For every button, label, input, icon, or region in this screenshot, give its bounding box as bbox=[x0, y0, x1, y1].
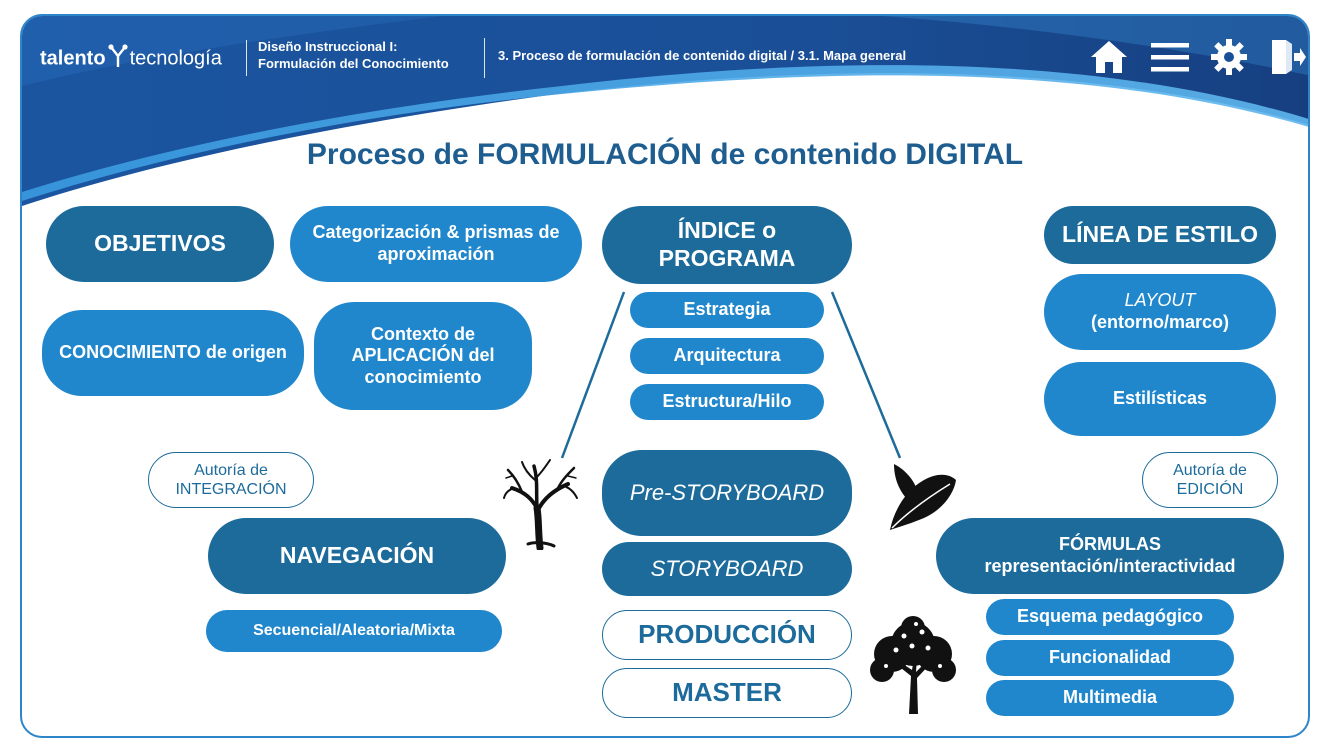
breadcrumb: 3. Proceso de formulación de contenido d… bbox=[498, 48, 907, 63]
exit-icon[interactable] bbox=[1266, 36, 1308, 78]
storyboard-node: STORYBOARD bbox=[602, 542, 852, 596]
esquema-node: Esquema pedagógico bbox=[986, 599, 1234, 635]
header-banner bbox=[22, 16, 1308, 206]
layout-sub-text: (entorno/marco) bbox=[1090, 312, 1229, 332]
page-title: Proceso de FORMULACIÓN de contenido DIGI… bbox=[306, 138, 1024, 171]
arquitectura-node: Arquitectura bbox=[630, 338, 824, 374]
objetivos-node: OBJETIVOS bbox=[46, 206, 274, 282]
home-icon[interactable] bbox=[1088, 36, 1130, 78]
estrategia-node: Estrategia bbox=[630, 292, 824, 328]
conocimiento-node: CONOCIMIENTO de origen bbox=[42, 310, 304, 396]
estructura-node: Estructura/Hilo bbox=[630, 384, 824, 420]
brand-logo: talento tecnología bbox=[40, 44, 222, 74]
indice-node: ÍNDICE o PROGRAMA bbox=[602, 206, 852, 284]
menu-icon[interactable] bbox=[1149, 36, 1191, 78]
bare-tree-icon bbox=[503, 459, 578, 550]
brand-light-text: tecnología bbox=[129, 47, 222, 70]
categorizacion-node: Categorización & prismas de aproximación bbox=[290, 206, 582, 282]
leafy-tree-icon bbox=[870, 616, 956, 714]
layout-italic-text: LAYOUT bbox=[1124, 290, 1196, 311]
leaf-icon bbox=[890, 464, 956, 530]
main-frame: talento tecnología Diseño Instruccional I… bbox=[20, 14, 1310, 738]
connector-lines bbox=[560, 291, 902, 459]
multimedia-node: Multimedia bbox=[986, 680, 1234, 716]
formulas-line1: FÓRMULAS bbox=[1059, 534, 1161, 555]
master-node: MASTER bbox=[602, 668, 852, 718]
produccion-node: PRODUCCIÓN bbox=[602, 610, 852, 660]
gear-icon[interactable] bbox=[1208, 36, 1250, 78]
autoria-integracion-node: Autoría de INTEGRACIÓN bbox=[148, 452, 314, 508]
prestoryboard-node: Pre-STORYBOARD bbox=[602, 450, 852, 536]
brand-bold-text: talento bbox=[40, 47, 106, 70]
course-line1: Diseño Instruccional I: bbox=[258, 39, 398, 54]
layout-node: LAYOUT (entorno/marco) bbox=[1044, 274, 1276, 350]
brand-mark-icon bbox=[107, 44, 128, 74]
contexto-node: Contexto de APLICACIÓN del conocimiento bbox=[314, 302, 532, 410]
header-divider bbox=[246, 40, 247, 76]
autoria-edicion-node: Autoría de EDICIÓN bbox=[1142, 452, 1278, 508]
header-divider bbox=[484, 38, 485, 78]
formulas-node: FÓRMULAS representación/interactividad bbox=[936, 518, 1284, 594]
course-title: Diseño Instruccional I: Formulación del … bbox=[258, 38, 449, 72]
formulas-line2: representación/interactividad bbox=[984, 556, 1236, 576]
navegacion-node: NAVEGACIÓN bbox=[208, 518, 506, 594]
funcionalidad-node: Funcionalidad bbox=[986, 640, 1234, 676]
course-line2: Formulación del Conocimiento bbox=[258, 56, 449, 71]
linea-estilo-node: LÍNEA DE ESTILO bbox=[1044, 206, 1276, 264]
estilisticas-node: Estilísticas bbox=[1044, 362, 1276, 436]
secuencial-node: Secuencial/Aleatoria/Mixta bbox=[206, 610, 502, 652]
